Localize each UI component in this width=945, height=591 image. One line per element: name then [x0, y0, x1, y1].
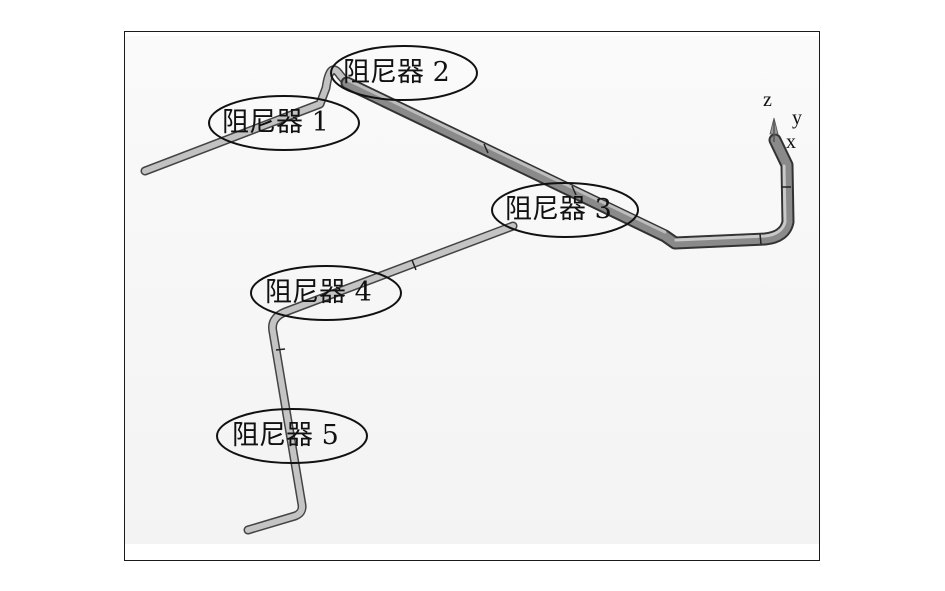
pipe-segment-3 [243, 221, 518, 535]
damper-2-ellipse [330, 45, 478, 101]
axis-y-label: y [792, 107, 802, 129]
axis-triad [769, 117, 779, 142]
damper-5-label: 阻尼器 5 [232, 420, 339, 451]
axis-x-label: x [786, 131, 796, 153]
model-viewport [125, 36, 819, 544]
damper-2-label: 阻尼器 2 [343, 57, 450, 88]
pipe-segment-2 [340, 76, 795, 250]
damper-4-label: 阻尼器 4 [265, 277, 372, 308]
damper-4-ellipse [250, 265, 402, 321]
damper-3-label: 阻尼器 3 [505, 194, 612, 225]
damper-5-ellipse [216, 408, 368, 464]
damper-3-ellipse [491, 182, 639, 238]
damper-1-ellipse [208, 95, 360, 151]
axis-z-label: z [763, 89, 772, 111]
damper-1-label: 阻尼器 1 [222, 107, 329, 138]
